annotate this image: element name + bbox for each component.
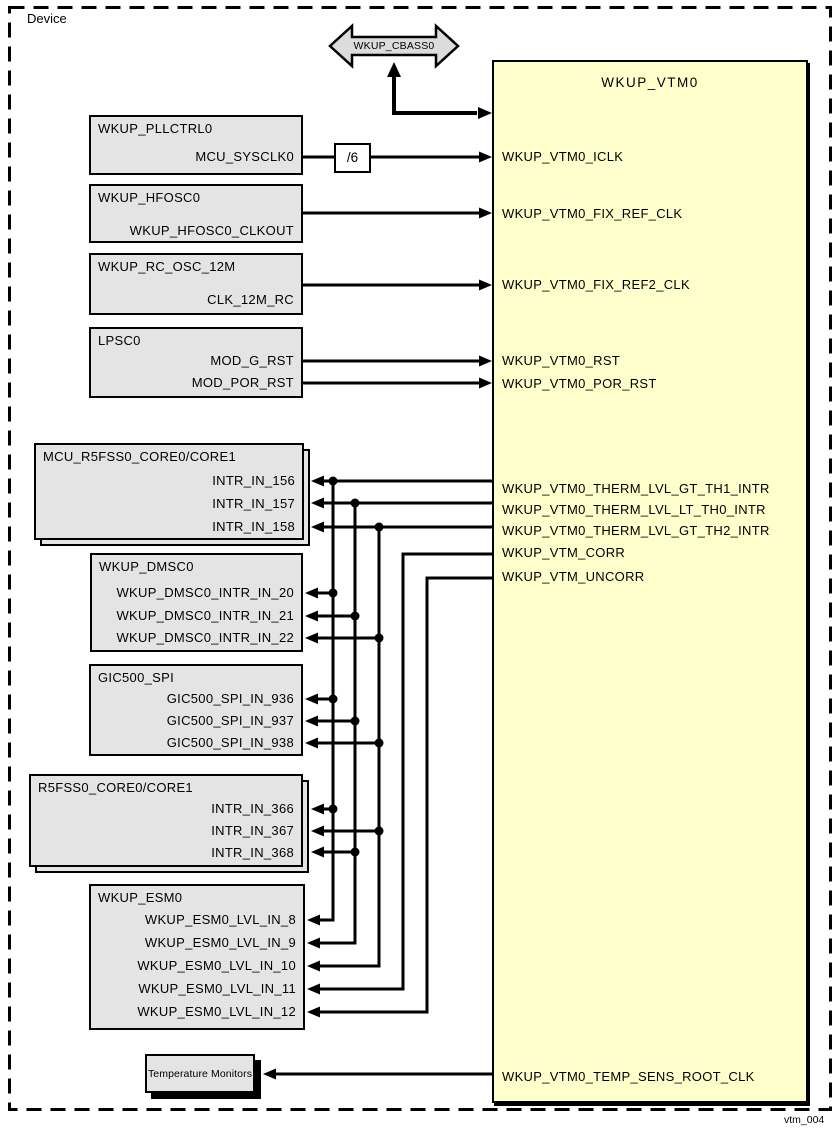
branch-gic500-spi-in-938	[305, 737, 384, 749]
junction-dot	[350, 716, 360, 726]
port-wkup-vtm0-por-rst: WKUP_VTM0_POR_RST	[502, 376, 657, 391]
block-title-r5fss0: R5FSS0_CORE0/CORE1	[38, 780, 193, 795]
block-title-wkup-vtm0: WKUP_VTM0	[601, 75, 699, 90]
branch-dmsc0-intr-in-21	[305, 610, 360, 622]
port-wkup-esm0-lvl-in-11: WKUP_ESM0_LVL_IN_11	[138, 981, 296, 996]
junction-dot	[350, 498, 360, 508]
port-gic500-spi-in-938: GIC500_SPI_IN_938	[166, 735, 294, 750]
block-wkup-dmsc0: WKUP_DMSC0 WKUP_DMSC0_INTR_IN_20 WKUP_DM…	[90, 553, 303, 652]
junction-dot	[350, 611, 360, 621]
block-wkup-pllctrl0: WKUP_PLLCTRL0 MCU_SYSCLK0	[89, 115, 303, 175]
port-wkup-vtm-uncorr: WKUP_VTM_UNCORR	[502, 569, 645, 584]
port-wkup-vtm-corr: WKUP_VTM_CORR	[502, 545, 626, 560]
port-wkup-dmsc0-intr-in-20: WKUP_DMSC0_INTR_IN_20	[116, 585, 294, 600]
port-wkup-esm0-lvl-in-8: WKUP_ESM0_LVL_IN_8	[144, 912, 296, 927]
port-intr-in-158: INTR_IN_158	[212, 519, 295, 534]
wire-cbass0-vtm0	[387, 62, 492, 119]
block-wkup-rc-osc-12m: WKUP_RC_OSC_12M CLK_12M_RC	[89, 253, 303, 315]
port-intr-in-157: INTR_IN_157	[212, 496, 295, 511]
block-title-wkup-dmsc0: WKUP_DMSC0	[99, 559, 194, 574]
arrowhead-up-cbass0	[387, 62, 401, 77]
port-mcu-sysclk0: MCU_SYSCLK0	[195, 149, 294, 164]
bus-label-wkup-cbass0: WKUP_CBASS0	[353, 40, 435, 52]
block-lpsc0: LPSC0 MOD_G_RST MOD_POR_RST	[89, 327, 303, 398]
wire-temp-sens-root-clk	[263, 1068, 492, 1080]
junction-dot	[328, 694, 338, 704]
junction-dot	[374, 522, 384, 532]
branch-r5fss0-intr-in-368	[311, 846, 360, 858]
port-wkup-dmsc0-intr-in-21: WKUP_DMSC0_INTR_IN_21	[116, 608, 294, 623]
block-title-lpsc0: LPSC0	[98, 333, 141, 348]
port-wkup-vtm0-rst: WKUP_VTM0_RST	[502, 353, 621, 368]
wire-hfosc0-fix-ref-clk	[303, 207, 492, 219]
arrowhead-into-vtm0-bus	[478, 107, 492, 119]
block-gic500-spi: GIC500_SPI GIC500_SPI_IN_936 GIC500_SPI_…	[89, 664, 303, 756]
wire-therm-lt-th0	[311, 497, 492, 509]
port-mod-por-rst: MOD_POR_RST	[191, 375, 294, 390]
branch-dmsc0-intr-in-20	[305, 587, 338, 599]
port-mod-g-rst: MOD_G_RST	[210, 353, 294, 368]
block-r5fss0-core0-core1: R5FSS0_CORE0/CORE1 INTR_IN_366 INTR_IN_3…	[29, 774, 303, 867]
junction-dot	[374, 826, 384, 836]
block-title-gic500-spi: GIC500_SPI	[98, 670, 174, 685]
port-wkup-dmsc0-intr-in-22: WKUP_DMSC0_INTR_IN_22	[116, 630, 294, 645]
wire-vtm-uncorr-to-esm0-lvl-in-12	[307, 576, 492, 1018]
port-wkup-vtm0-therm-lt-th0-intr: WKUP_VTM0_THERM_LVL_LT_TH0_INTR	[502, 502, 766, 517]
block-title-wkup-esm0: WKUP_ESM0	[98, 890, 183, 905]
block-title-wkup-rc-osc-12m: WKUP_RC_OSC_12M	[98, 259, 236, 274]
port-wkup-esm0-lvl-in-10: WKUP_ESM0_LVL_IN_10	[137, 958, 296, 973]
port-wkup-vtm0-iclk: WKUP_VTM0_ICLK	[502, 149, 624, 164]
wire-therm-gt-th1	[311, 475, 492, 487]
wire-mod-g-rst	[303, 355, 492, 367]
junction-dot	[328, 588, 338, 598]
port-gic500-spi-in-936: GIC500_SPI_IN_936	[166, 691, 294, 706]
wire-therm-gt-th2	[311, 521, 492, 533]
trunk-th0-to-esm0-lvl-in-9	[307, 503, 357, 949]
block-wkup-hfosc0: WKUP_HFOSC0 WKUP_HFOSC0_CLKOUT	[89, 184, 303, 243]
port-wkup-hfosc0-clkout: WKUP_HFOSC0_CLKOUT	[129, 223, 294, 238]
wire-rcosc-fix-ref2-clk	[303, 279, 492, 291]
branch-dmsc0-intr-in-22	[305, 632, 384, 644]
port-gic500-spi-in-937: GIC500_SPI_IN_937	[166, 713, 294, 728]
clock-divider-label: /6	[346, 150, 359, 165]
block-title-temperature-monitors: Temperature Monitors	[147, 1067, 253, 1080]
junction-dot	[374, 738, 384, 748]
device-label: Device	[27, 11, 67, 26]
branch-gic500-spi-in-937	[305, 715, 360, 727]
port-wkup-vtm0-therm-gt-th1-intr: WKUP_VTM0_THERM_LVL_GT_TH1_INTR	[502, 481, 770, 496]
port-wkup-vtm0-temp-sens-root-clk: WKUP_VTM0_TEMP_SENS_ROOT_CLK	[502, 1069, 755, 1084]
block-title-wkup-hfosc0: WKUP_HFOSC0	[98, 190, 201, 205]
port-intr-in-367: INTR_IN_367	[211, 823, 294, 838]
junction-dot	[328, 476, 338, 486]
block-wkup-vtm0: WKUP_VTM0 WKUP_VTM0_ICLK WKUP_VTM0_FIX_R…	[492, 60, 808, 1103]
block-title-mcu-r5fss0: MCU_R5FSS0_CORE0/CORE1	[43, 449, 236, 464]
port-intr-in-156: INTR_IN_156	[212, 473, 295, 488]
junction-dot	[328, 804, 338, 814]
clock-divider-box: /6	[334, 143, 371, 173]
port-wkup-vtm0-fix-ref-clk: WKUP_VTM0_FIX_REF_CLK	[502, 206, 683, 221]
block-temperature-monitors: Temperature Monitors	[145, 1054, 255, 1093]
figure-id: vtm_004	[784, 1114, 825, 1126]
branch-r5fss0-intr-in-367	[311, 825, 384, 837]
wire-mod-por-rst	[303, 377, 492, 389]
port-wkup-esm0-lvl-in-9: WKUP_ESM0_LVL_IN_9	[144, 935, 296, 950]
block-mcu-r5fss0-core0-core1: MCU_R5FSS0_CORE0/CORE1 INTR_IN_156 INTR_…	[34, 443, 304, 540]
port-intr-in-366: INTR_IN_366	[211, 801, 294, 816]
block-wkup-esm0: WKUP_ESM0 WKUP_ESM0_LVL_IN_8 WKUP_ESM0_L…	[89, 884, 305, 1030]
wire-vtm-corr-to-esm0-lvl-in-11	[307, 552, 492, 995]
port-wkup-vtm0-fix-ref2-clk: WKUP_VTM0_FIX_REF2_CLK	[502, 277, 690, 292]
port-wkup-vtm0-therm-gt-th2-intr: WKUP_VTM0_THERM_LVL_GT_TH2_INTR	[502, 523, 770, 538]
block-title-wkup-pllctrl0: WKUP_PLLCTRL0	[98, 121, 213, 136]
port-wkup-esm0-lvl-in-12: WKUP_ESM0_LVL_IN_12	[137, 1004, 296, 1019]
trunk-th2-to-esm0-lvl-in-10	[307, 527, 381, 972]
trunk-th1-to-esm0-lvl-in-8	[307, 481, 335, 926]
branch-gic500-spi-in-936	[305, 693, 338, 705]
branch-r5fss0-intr-in-366	[311, 803, 338, 815]
wire-mcu-sysclk0-div6-iclk	[303, 151, 492, 163]
port-intr-in-368: INTR_IN_368	[211, 845, 294, 860]
junction-dot	[350, 847, 360, 857]
junction-dot	[374, 633, 384, 643]
port-clk-12m-rc: CLK_12M_RC	[207, 292, 294, 307]
